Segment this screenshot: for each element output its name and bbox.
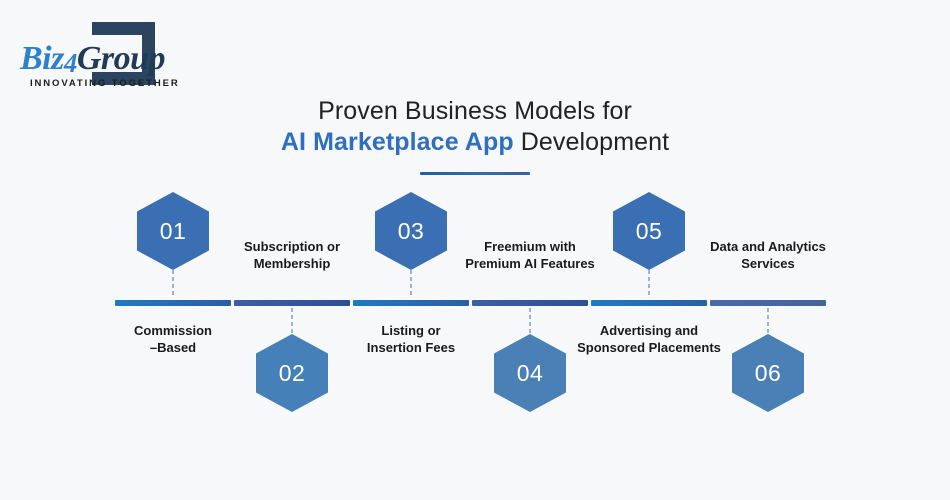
step-label-04-line1: Freemium with [484,239,576,254]
timeline-bar-05 [591,300,707,306]
step-label-02-line1: Subscription or [243,239,341,254]
title-accent-text: AI Marketplace App [280,128,514,156]
hexagon-badge-04[interactable]: 04 [494,334,566,412]
step-number-02: 02 [278,359,306,386]
step-number-03: 03 [397,217,425,244]
step-label-03-line1: Listing or [381,323,441,338]
hexagon-badge-03[interactable]: 03 [375,192,447,270]
title-rest-text: Development [513,128,670,156]
step-label-06-line1: Data and Analytics [710,239,826,254]
connector-dash-03 [410,270,412,298]
timeline-step-05[interactable]: 05 Advertising and Sponsored Placements [577,192,721,415]
step-number-04: 04 [516,359,544,386]
hexagon-badge-01[interactable]: 01 [137,192,209,270]
step-label-01-line1: Commission [133,323,212,338]
connector-dash-05 [648,270,650,298]
step-label-05: Advertising and Sponsored Placements [567,322,731,356]
step-number-06: 06 [754,359,782,386]
step-label-06-line2: Services [741,256,795,271]
connector-dash-06 [767,308,769,336]
step-label-04: Freemium with Premium AI Features [448,238,612,272]
step-label-02: Subscription or Membership [210,238,374,272]
title-underline-rule [420,172,530,175]
logo-bracket-top-fill [92,22,142,35]
hexagon-badge-02[interactable]: 02 [256,334,328,412]
logo-wordmark: Biz4Group [20,40,166,79]
timeline-step-02[interactable]: 02 Subscription or Membership [234,200,350,415]
timeline-bar-01 [115,300,231,306]
step-label-03: Listing or Insertion Fees [329,322,493,356]
timeline-bar-03 [353,300,469,306]
title-line-1: Proven Business Models for [318,97,632,125]
timeline-step-04[interactable]: 04 Freemium with Premium AI Features [465,200,595,415]
page-title: Proven Business Models for AI Marketplac… [0,96,950,175]
timeline-step-03[interactable]: 03 Listing or Insertion Fees [353,192,469,415]
business-models-timeline: 01 Commission –Based 02 Subscription or … [115,192,826,415]
timeline-bar-06 [710,300,826,306]
timeline-step-01[interactable]: 01 Commission –Based [115,192,231,415]
logo-tagline: INNOVATING TOGETHER [30,78,180,89]
timeline-step-06[interactable]: 06 Data and Analytics Services [710,200,826,415]
logo-word-four: 4 [63,48,78,78]
step-number-05: 05 [635,217,663,244]
step-label-04-line2: Premium AI Features [465,256,595,271]
connector-dash-04 [529,308,531,336]
logo-word-biz: Biz [20,40,64,77]
connector-dash-01 [172,270,174,298]
title-line-2: AI Marketplace App Development [0,127,950,158]
timeline-bar-02 [234,300,350,306]
step-label-03-line2: Insertion Fees [366,340,456,355]
logo-word-group: Group [76,40,166,77]
brand-logo: Biz4Group INNOVATING TOGETHER [20,22,250,92]
step-number-01: 01 [159,217,187,244]
step-label-05-line2: Sponsored Placements [577,340,721,355]
step-label-05-line1: Advertising and [599,323,699,338]
step-label-02-line2: Membership [253,256,331,271]
step-label-01-line2: –Based [149,340,197,355]
step-label-06: Data and Analytics Services [686,238,850,272]
hexagon-badge-05[interactable]: 05 [613,192,685,270]
connector-dash-02 [291,308,293,336]
timeline-bar-04 [472,300,588,306]
hexagon-badge-06[interactable]: 06 [732,334,804,412]
step-label-01: Commission –Based [91,322,255,356]
